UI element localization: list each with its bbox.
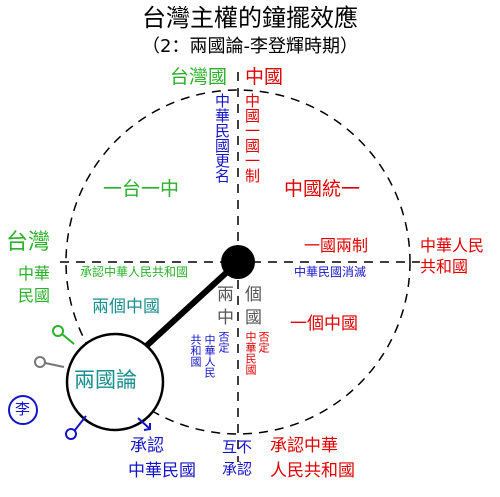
label-recognize-prc-line2: 人民共和國: [270, 461, 355, 481]
pendulum-rod: [139, 259, 241, 353]
label-recognize-prc-line1: 承認中華: [270, 436, 338, 456]
label-mutual-line2: 承認: [222, 460, 253, 478]
label-taiwan-country: 台灣國: [170, 66, 228, 88]
pointer-char-liang: 兩: [217, 285, 234, 305]
male-symbol-icon: [34, 356, 65, 368]
label-recognize-roc-line1: 承認: [130, 436, 164, 456]
label-roc-line2: 民國: [18, 286, 51, 305]
label-deny-prc-line1: 中華人民: [203, 334, 216, 378]
label-deny-prc-verb: 否定: [217, 331, 230, 353]
dashed-orbit-circle: [65, 89, 411, 435]
arrow-icon: [137, 417, 151, 431]
label-deny-prc-line2: 共和國: [189, 334, 202, 367]
label-mutual-line1: 互不: [222, 438, 253, 456]
label-deny-roc-noun: 中華民國: [244, 331, 257, 375]
label-two-chinas: 兩個中國: [92, 297, 160, 317]
label-prc-line2: 共和國: [420, 257, 469, 276]
female-symbol-icon: [52, 325, 75, 345]
male-symbol-icon: [65, 415, 87, 440]
page-title: 台灣主權的鐘擺效應: [142, 4, 358, 32]
page-subtitle: （2：兩國論-李登輝時期）: [142, 36, 358, 57]
label-one-country-two-systems: 一國兩制: [304, 236, 369, 255]
label-recognize-prc-axis: 承認中華人民共和國: [80, 265, 189, 279]
label-two-state-theory: 兩國論: [74, 368, 137, 392]
pointer-char-zhong: 中: [217, 308, 234, 328]
label-china-one-system: 中國一國一制: [243, 93, 261, 183]
label-taiwan: 台灣: [6, 230, 51, 255]
label-roc-line1: 中華: [18, 264, 51, 283]
pointer-char-guo: 國: [245, 308, 262, 328]
label-roc-rename: 中華民國更名: [213, 93, 231, 183]
label-china: 中國: [245, 66, 284, 88]
label-one-taiwan-one-china: 一台一中: [103, 178, 180, 200]
pendulum-bob: [65, 332, 165, 432]
li-badge-circle: [8, 395, 38, 425]
label-prc-line1: 中華人民: [420, 236, 485, 255]
label-one-china: 一個中國: [290, 314, 358, 334]
li-badge: 李: [15, 400, 31, 418]
pointer-char-ge: 個: [245, 285, 262, 305]
pendulum-pivot-icon: [221, 245, 255, 279]
label-recognize-roc-line2: 中華民國: [128, 461, 196, 481]
label-roc-abolished: 中華民國消滅: [294, 265, 367, 279]
label-china-unification: 中國統一: [284, 178, 361, 200]
label-deny-roc-verb: 否定: [257, 331, 270, 353]
